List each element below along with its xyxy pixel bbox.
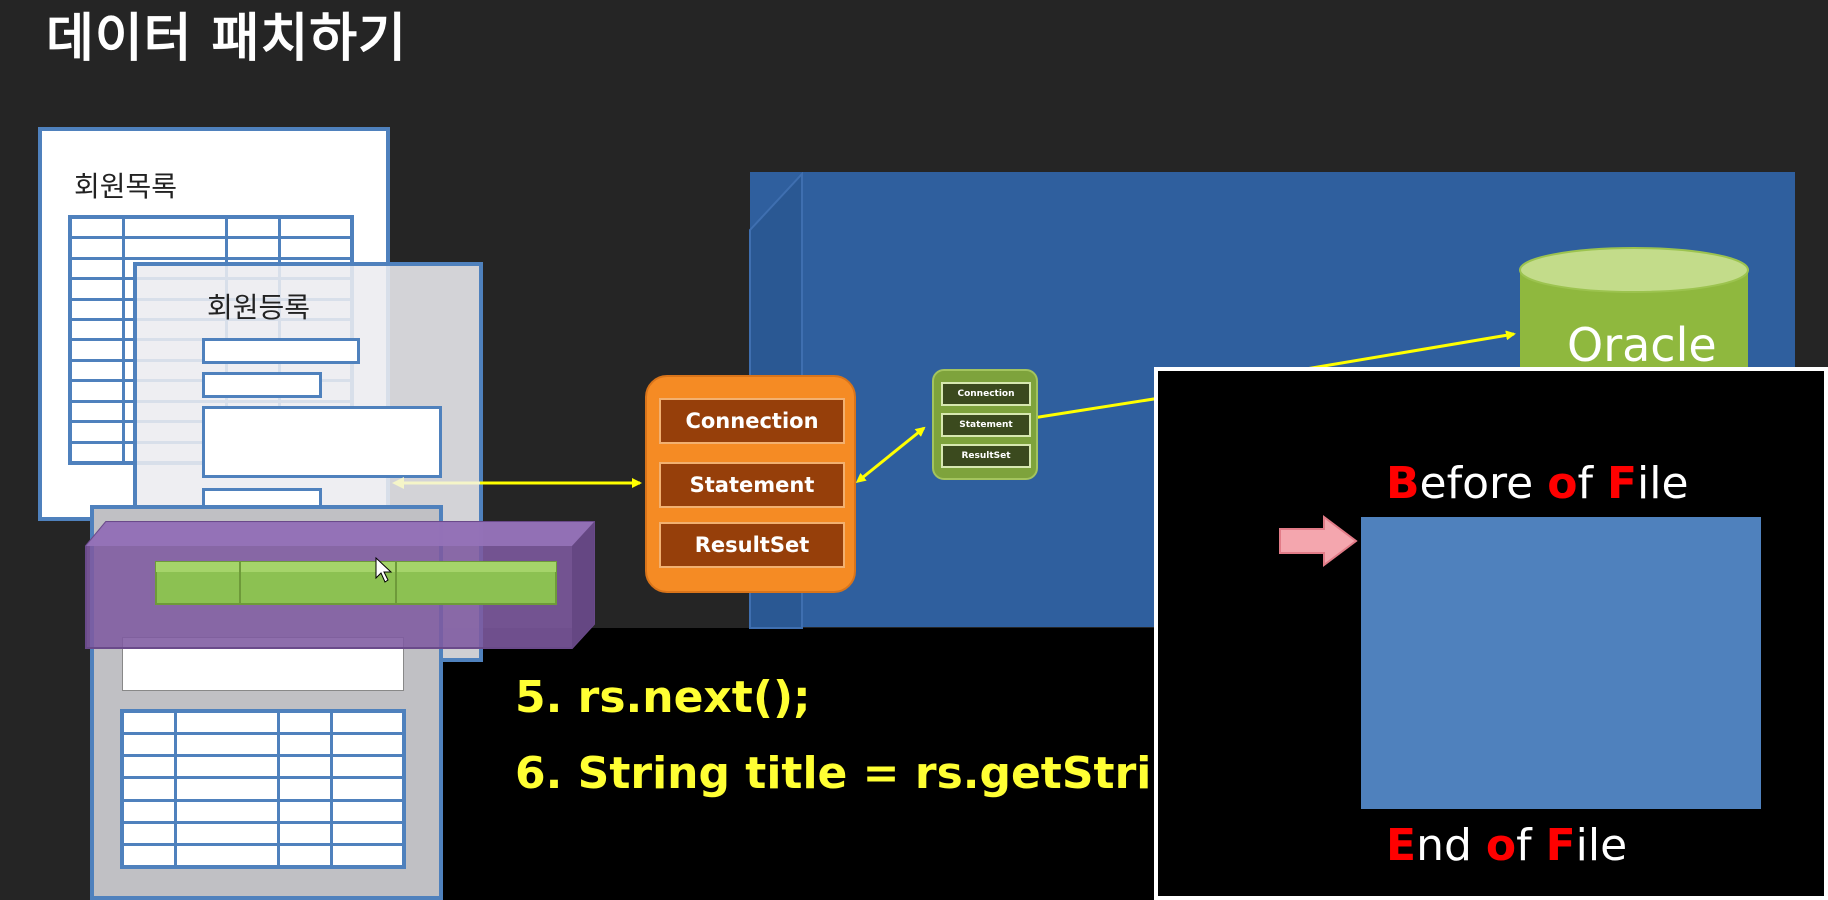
resultset-cell bbox=[1447, 521, 1602, 558]
code-background bbox=[440, 628, 1160, 900]
jdbc-stack-small: Connection Statement ResultSet bbox=[932, 369, 1038, 480]
oracle-label: Oracle bbox=[1567, 318, 1717, 372]
resultset-cell bbox=[1365, 521, 1443, 558]
statement-box-small: Statement bbox=[941, 413, 1031, 437]
resultset-cell bbox=[1365, 769, 1443, 802]
resultset-cell bbox=[1365, 646, 1443, 682]
name-field bbox=[202, 338, 360, 364]
resultset-cell bbox=[1447, 564, 1602, 600]
id-field bbox=[202, 372, 322, 398]
resultset-cell bbox=[1365, 728, 1443, 764]
jdbc-stack-large: Connection Statement ResultSet bbox=[645, 375, 856, 593]
connection-box-small: Connection bbox=[941, 382, 1031, 406]
resultset-cell bbox=[1365, 687, 1443, 723]
member-register-label: 회원등록 bbox=[207, 291, 311, 324]
resultset-cell bbox=[1606, 605, 1757, 641]
resultset-cell bbox=[1447, 728, 1602, 764]
resultset-box-small: ResultSet bbox=[941, 444, 1031, 468]
resultset-cell bbox=[1606, 687, 1757, 723]
resultset-cell bbox=[1606, 728, 1757, 764]
oracle-database-icon bbox=[1519, 247, 1749, 376]
statement-box: Statement bbox=[659, 462, 845, 508]
resultset-cell bbox=[1606, 646, 1757, 682]
resultset-cell bbox=[1606, 564, 1757, 600]
resultset-cell bbox=[1447, 687, 1602, 723]
result-page-table bbox=[120, 709, 406, 869]
content-field bbox=[202, 406, 442, 478]
record-highlight-box bbox=[85, 521, 595, 649]
resultset-cell bbox=[1447, 605, 1602, 641]
member-list-label: 회원목록 bbox=[74, 170, 178, 203]
slide-title: 데이터 패치하기 bbox=[46, 9, 407, 69]
before-of-file-caption: Before of File bbox=[1386, 458, 1689, 509]
resultset-cell bbox=[1606, 521, 1757, 558]
cursor-pointer-arrow-icon bbox=[1279, 515, 1358, 567]
code-line-5: 5. rs.next(); bbox=[515, 672, 811, 723]
resultset-cell bbox=[1365, 605, 1443, 641]
resultset-cell bbox=[1447, 769, 1602, 802]
resultset-table bbox=[1361, 517, 1761, 809]
connection-box: Connection bbox=[659, 398, 845, 444]
resultset-cell bbox=[1447, 646, 1602, 682]
resultset-cell bbox=[1606, 769, 1757, 802]
resultset-box: ResultSet bbox=[659, 522, 845, 568]
resultset-cell bbox=[1365, 564, 1443, 600]
mouse-cursor-icon bbox=[375, 556, 393, 583]
end-of-file-caption: End of File bbox=[1386, 820, 1628, 871]
